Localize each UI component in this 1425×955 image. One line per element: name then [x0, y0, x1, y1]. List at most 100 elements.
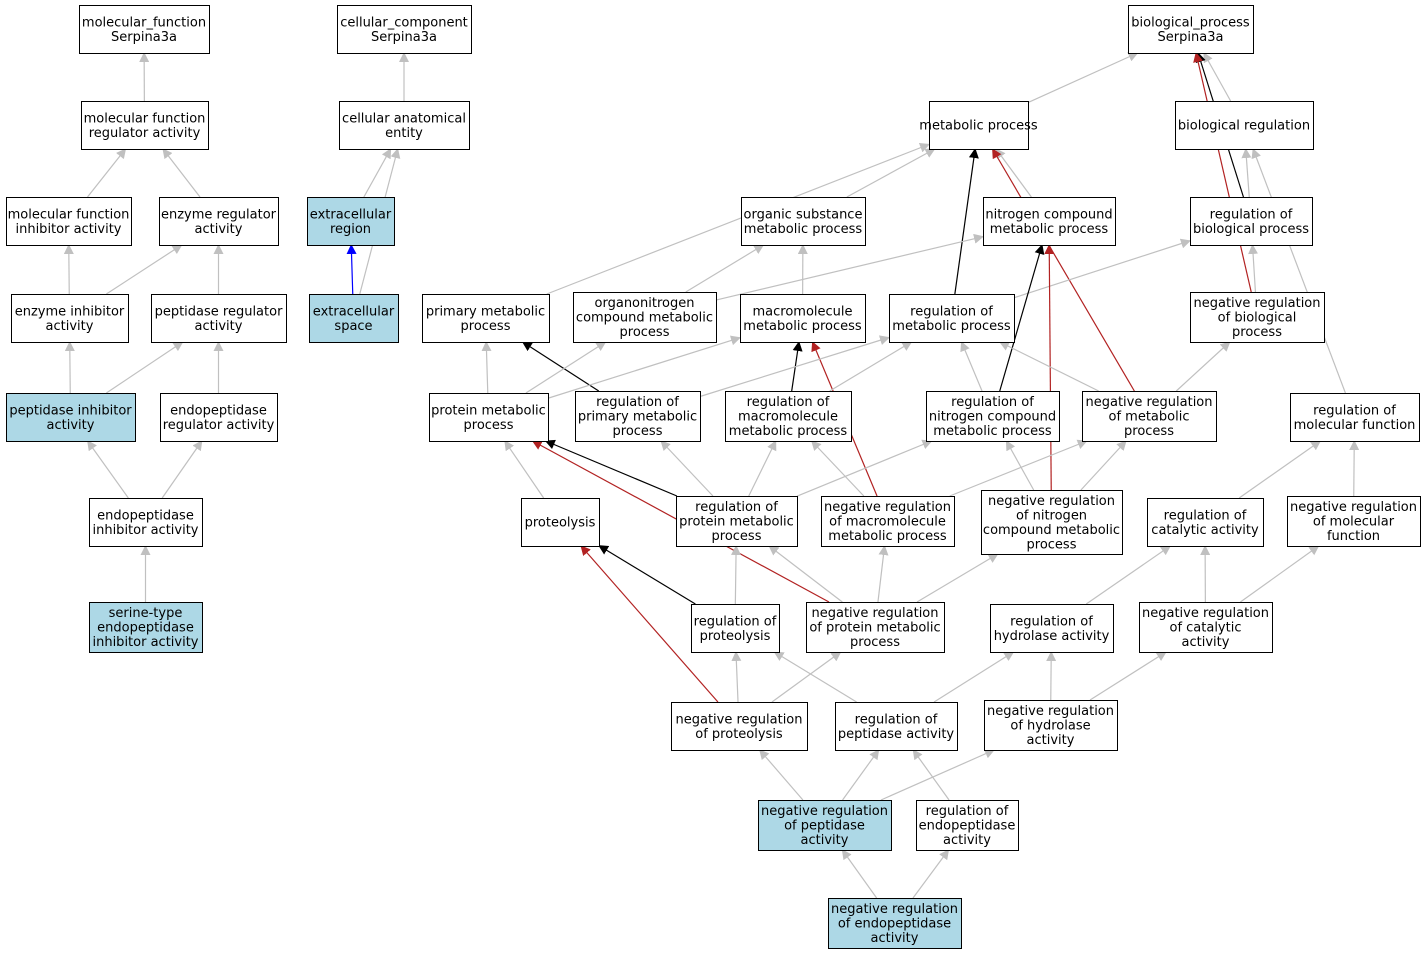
node-label-line: activity [871, 931, 919, 946]
edge-is-a-eia-to-mfia [63, 244, 74, 295]
edge-is-a-oncmp-to-ncmp [715, 233, 984, 301]
node-label-line: negative regulation [1142, 606, 1269, 621]
edge-is-a-pia-to-eia [64, 341, 75, 394]
node-label-line: inhibitor activity [15, 222, 121, 237]
edge-is-a-nrncmp-to-nrmp [1080, 440, 1127, 491]
node-box [309, 294, 399, 343]
edge-is-a-nrprot-to-rprot [731, 651, 742, 703]
node-label-line: molecular function [84, 111, 206, 126]
node-label-line: process [1232, 325, 1282, 340]
node-label-line: molecular function [8, 207, 130, 222]
node-label-line: activity [195, 319, 243, 334]
edge-negatively-regulates-nrmp-to-mp [992, 148, 1135, 392]
node-label-line: activity [801, 833, 849, 848]
edge-is-a-rha-to-rca [1085, 545, 1172, 605]
node-box [671, 702, 808, 751]
node-box [337, 5, 472, 54]
edge-is-a-prot-to-protmp [504, 440, 545, 499]
node-box [835, 702, 958, 751]
go-term-node-br[interactable]: biological regulation [1175, 101, 1314, 150]
node-box [429, 393, 549, 442]
node-label-line: process [1124, 424, 1174, 439]
edge-part-of-es-to-er [346, 244, 357, 295]
node-box [575, 391, 701, 442]
node-label-line: compound metabolic [983, 523, 1120, 538]
node-label-line: regulation of [1210, 207, 1293, 222]
node-label-line: inhibitor activity [92, 635, 198, 650]
edge-is-a-nrpa-to-nrprot [759, 749, 804, 801]
node-label-line: endopeptidase [170, 403, 267, 418]
node-label-line: enzyme regulator [161, 207, 277, 222]
node-box [821, 496, 955, 547]
node-label-line: regulation of [695, 500, 778, 515]
node-label-line: regulator activity [89, 126, 201, 141]
edge-is-a-protmp-to-macmp [547, 335, 741, 399]
go-term-node-mp[interactable]: metabolic process [919, 101, 1038, 150]
node-box [89, 498, 203, 547]
node-label-line: protein metabolic [679, 515, 794, 530]
node-label-line: molecular_function [82, 15, 206, 30]
node-label-line: process [613, 424, 663, 439]
node-label-line: Serpina3a [111, 30, 177, 45]
edge-is-a-mp-to-bp [1027, 52, 1139, 104]
edge-is-a-pmp-to-mp [546, 143, 930, 295]
node-box [758, 800, 892, 851]
node-box [6, 393, 136, 442]
node-box [1082, 391, 1217, 442]
edge-is-a-nrbp-to-rbp [1248, 244, 1259, 293]
edge-is-a-ncmp-to-mp [995, 148, 1032, 198]
node-label-line: biological process [1193, 222, 1309, 237]
node-box [1287, 496, 1421, 547]
go-term-node-prot[interactable]: proteolysis [521, 498, 600, 547]
node-label-line: regulation of [926, 804, 1009, 819]
node-label-line: metabolic process [744, 222, 863, 237]
node-label-line: of peptidase [784, 819, 865, 834]
